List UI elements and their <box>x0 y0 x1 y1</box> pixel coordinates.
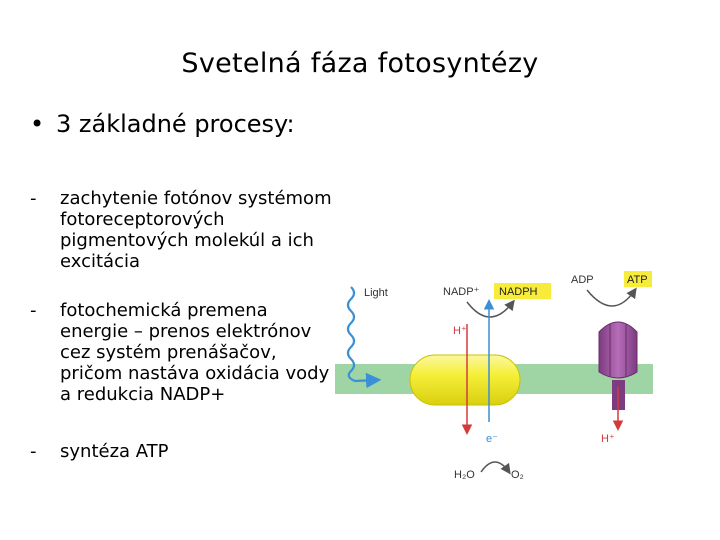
electron-label: e⁻ <box>486 433 498 445</box>
slide-title: Svetelná fáza fotosyntézy <box>181 48 539 79</box>
atp-label: ATP <box>627 274 648 286</box>
atp-synthesis-arrow <box>586 287 637 307</box>
bullet-text: 3 základné procesy: <box>56 110 295 138</box>
nadph-tag <box>494 283 551 299</box>
photosystem-complex <box>409 354 521 406</box>
water-oxidation-arrow <box>480 461 511 475</box>
nadp-reduction-arrow <box>466 299 515 318</box>
adp-label: ADP <box>571 274 594 286</box>
process-text-1: zachytenie fotónov systémom fotoreceptor… <box>60 188 332 272</box>
light-wave-arrow <box>346 286 382 389</box>
dash-marker: - <box>30 300 37 321</box>
atp-tag <box>624 271 652 287</box>
nadp-label: NADP⁺ <box>443 286 480 298</box>
bullet-symbol: • <box>30 110 45 138</box>
process-text-3: syntéza ATP <box>60 441 169 462</box>
photosynthesis-diagram: Light NADP⁺ NADPH H⁺ e⁻ H₂O O₂ ADP ATP H… <box>335 271 653 481</box>
atp-synthase <box>598 321 638 410</box>
process-text-2: fotochemická premena energie – prenos el… <box>60 300 330 405</box>
dash-marker: - <box>30 441 37 462</box>
nadph-label: NADPH <box>499 286 538 298</box>
light-label: Light <box>364 287 388 299</box>
h-plus-right-label: H⁺ <box>601 433 615 445</box>
h-plus-left-label: H⁺ <box>453 325 467 337</box>
bullet-heading: • 3 základné procesy: <box>30 110 295 138</box>
water-label: H₂O <box>454 469 475 481</box>
dash-marker: - <box>30 188 37 209</box>
oxygen-label: O₂ <box>511 469 524 481</box>
